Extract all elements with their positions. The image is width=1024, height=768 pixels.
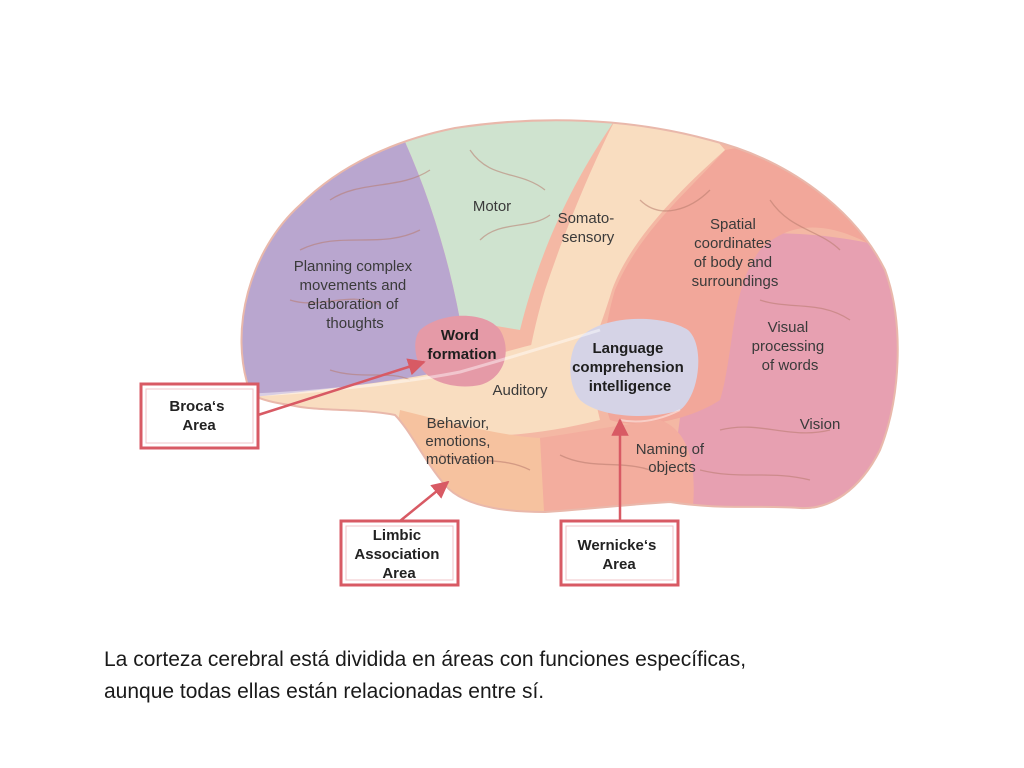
wernicke-box-inner: [565, 525, 674, 581]
label-language: Language comprehension intelligence: [572, 340, 688, 395]
broca-arrow: [257, 358, 426, 417]
label-motor: Motor: [473, 198, 511, 215]
label-spatial: Spatial coordinates of body and surround…: [692, 216, 779, 290]
language-region: [570, 318, 699, 416]
caption: La corteza cerebral está dividida en áre…: [104, 644, 924, 708]
broca-box-inner: [145, 388, 254, 444]
sulci: [249, 149, 851, 481]
caption-line-2: aunque todas ellas están relacionadas en…: [104, 680, 545, 703]
label-auditory: Auditory: [492, 382, 548, 399]
broca-callout: Broca‘s Area: [139, 382, 260, 450]
label-naming: Naming of objects: [636, 441, 709, 476]
label-somatosensory: Somato- sensory: [558, 210, 619, 246]
motor-region: [380, 120, 615, 330]
limbic-callout: Limbic Association Area: [339, 519, 460, 587]
label-visual-words: Visual processing of words: [752, 319, 829, 374]
label-word-formation: Word formation: [427, 327, 496, 363]
limbic-box-inner: [345, 525, 454, 581]
brain-outline: [240, 119, 899, 514]
wernicke-callout: Wernicke‘s Area: [559, 519, 680, 587]
label-vision: Vision: [800, 416, 841, 433]
limbic-label: Limbic Association Area: [354, 527, 443, 582]
wernicke-label: Wernicke‘s Area: [577, 537, 660, 573]
broca-label: Broca‘s Area: [169, 398, 228, 434]
label-behavior: Behavior, emotions, motivation: [425, 415, 494, 468]
brain: [241, 120, 898, 512]
label-planning: Planning complex movements and elaborati…: [294, 258, 417, 332]
limbic-box: [339, 519, 460, 587]
limbic-arrow: [399, 480, 450, 522]
caption-line-1: La corteza cerebral está dividida en áre…: [104, 648, 747, 671]
word-formation-region: [415, 315, 506, 387]
wernicke-box: [559, 519, 680, 587]
broca-box: [139, 382, 260, 450]
